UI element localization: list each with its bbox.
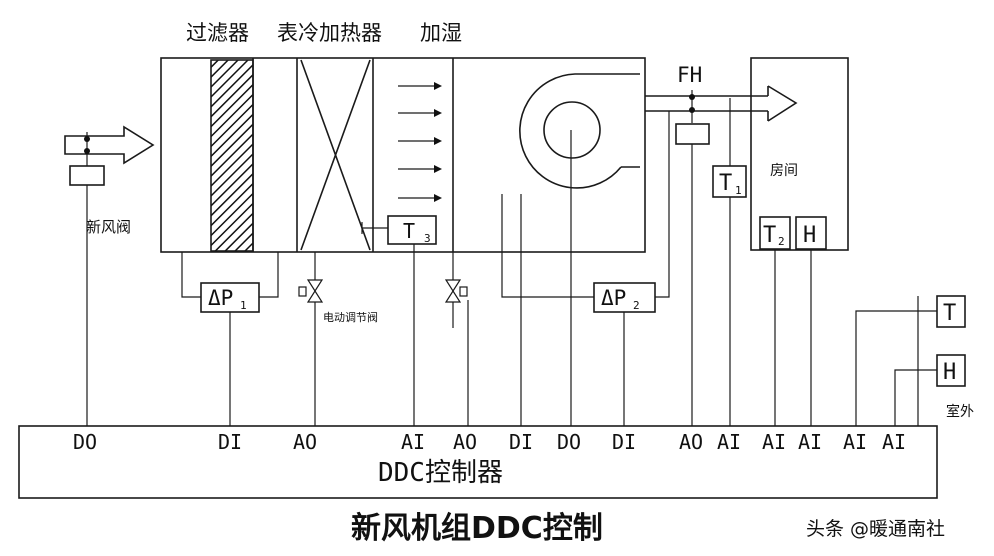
t1-sensor-sub: 1 — [735, 184, 742, 197]
fresh-air-damper-actuator — [69, 165, 105, 186]
ddc-io-11: AI — [762, 430, 786, 454]
fan-label: FH — [677, 63, 702, 87]
filter-section — [210, 59, 254, 252]
dp1-sensor-box — [200, 282, 260, 313]
ddc-io-5: AO — [453, 430, 477, 454]
coil-control-valve — [298, 252, 324, 328]
ddc-io-1: DO — [73, 430, 97, 454]
dp2-sensor-box — [593, 282, 656, 313]
supply-air-outlet — [645, 85, 798, 123]
fresh-air-damper-label: 新风阀 — [86, 218, 131, 236]
ddc-io-14: AI — [882, 430, 906, 454]
room-label: 房间 — [770, 163, 798, 179]
ddc-io-3: AO — [293, 430, 317, 454]
t3-sensor-label: T — [403, 219, 415, 243]
dp1-sensor-label: ΔP — [208, 286, 233, 310]
ddc-io-10: AI — [717, 430, 741, 454]
figure-caption: 新风机组DDC控制 — [351, 511, 603, 546]
ddc-controller-box — [18, 425, 938, 499]
ddc-io-12: AI — [798, 430, 822, 454]
outdoor-humidity-sensor-label: H — [943, 360, 956, 385]
humidifier-label: 加湿 — [420, 21, 462, 45]
signal-wiring — [86, 98, 812, 426]
coil-section — [300, 59, 371, 251]
ddc-io-7: DO — [557, 430, 581, 454]
t2-sensor-label: T — [763, 223, 776, 248]
ddc-io-13: AI — [843, 430, 867, 454]
t3-sensor-sub: 3 — [424, 232, 431, 245]
ddc-io-8: DI — [612, 430, 636, 454]
room-humidity-sensor-label: H — [803, 223, 816, 248]
outdoor-temp-sensor-label: T — [943, 301, 956, 326]
fresh-air-inlet-arrow — [64, 125, 155, 167]
dp2-sensor-label: ΔP — [601, 286, 626, 310]
ddc-io-2: DI — [218, 430, 242, 454]
humidifier-nozzles — [398, 82, 442, 202]
t3-sensor-box — [387, 215, 437, 245]
room-box — [750, 57, 849, 251]
dp2-sensor-sub: 2 — [633, 299, 640, 312]
control-valve-label: 电动调节阀 — [323, 310, 378, 324]
t2-sensor-sub: 2 — [778, 235, 785, 248]
watermark: 头条 @暖通南社 — [806, 518, 945, 540]
supply-damper-actuator — [675, 123, 710, 145]
t2-sensor-box — [759, 216, 791, 250]
ddc-io-4: AI — [401, 430, 425, 454]
ddc-io-9: AO — [679, 430, 703, 454]
humidifier-control-valve — [444, 252, 468, 328]
ddc-controller-title: DDC控制器 — [378, 458, 503, 488]
outdoor-label: 室外 — [946, 403, 974, 420]
filter-label: 过滤器 — [186, 21, 249, 45]
supply-fan — [519, 73, 640, 189]
t1-sensor-label: T — [719, 171, 732, 196]
coil-label: 表冷加热器 — [277, 21, 382, 45]
dp1-sensor-sub: 1 — [240, 299, 247, 312]
ddc-io-6: DI — [509, 430, 533, 454]
air-handling-unit — [160, 57, 646, 253]
